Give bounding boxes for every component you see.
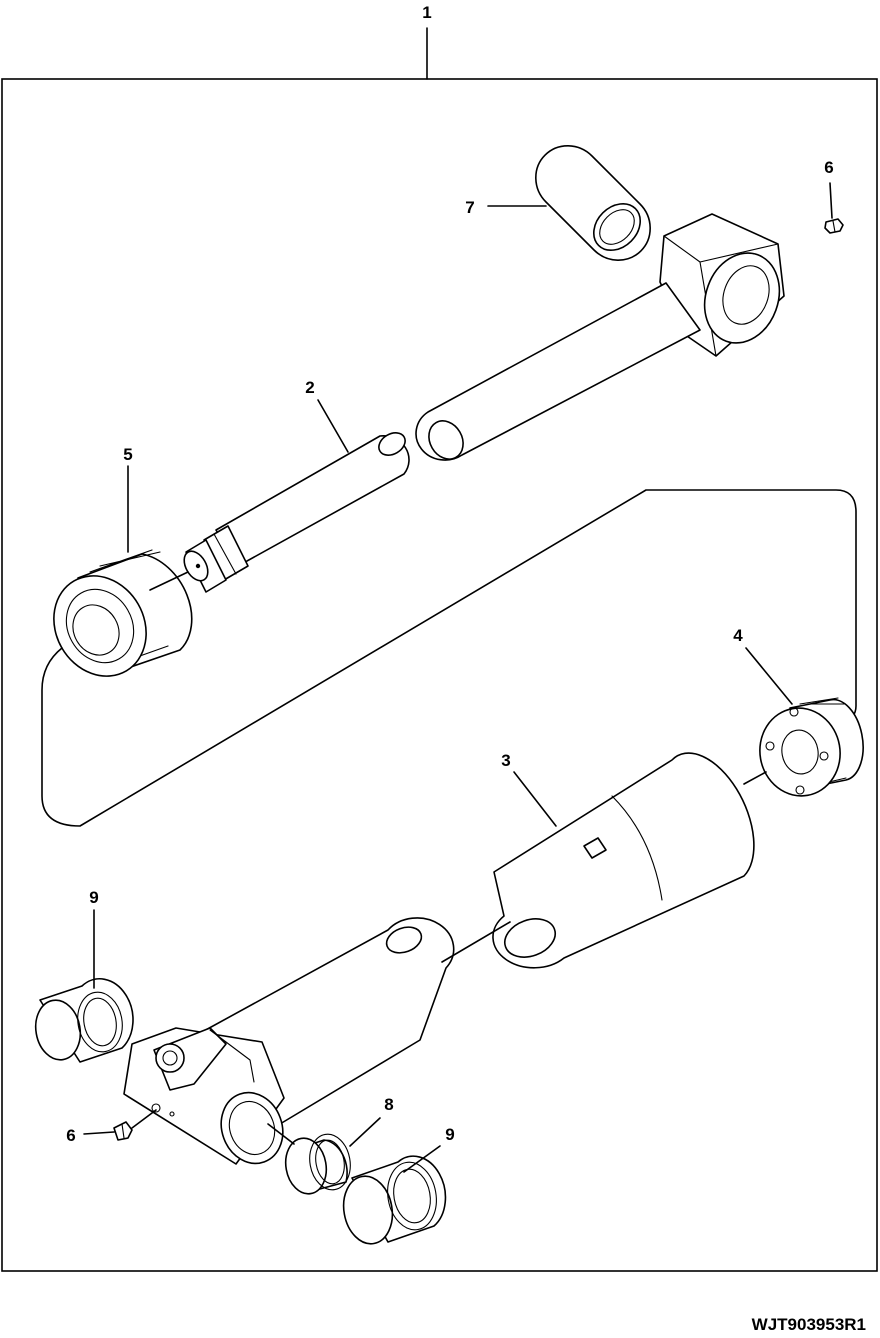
piston <box>759 697 864 797</box>
barrel-callout: 3 <box>501 751 510 770</box>
grease-fitting-top-callout: 6 <box>824 158 833 177</box>
dust-seal-left-callout: 9 <box>89 888 98 907</box>
piston-rod-callout: 2 <box>305 378 314 397</box>
piston-rod <box>183 213 785 593</box>
barrel-bushing <box>284 1133 351 1195</box>
rod-bushing <box>535 145 651 261</box>
gland-to-rod-line <box>149 571 189 591</box>
barrel-bushing-leader <box>349 1117 381 1147</box>
grease-fitting-top <box>824 182 844 234</box>
dust-seal-right-callout: 9 <box>445 1125 454 1144</box>
figure-id: WJT903953R1 <box>752 1315 866 1334</box>
grease-fitting-bottom <box>113 1109 157 1141</box>
piston-rod-leader <box>317 399 349 453</box>
grease-fitting-bottom-callout: 6 <box>66 1126 75 1145</box>
explode-connector-line <box>41 489 857 827</box>
gland-callout: 5 <box>123 445 132 464</box>
barrel-to-bushing-line <box>267 1123 295 1145</box>
barrel-split-line <box>441 921 511 963</box>
barrel <box>123 752 755 1165</box>
barrel-bushing-callout: 8 <box>384 1095 393 1114</box>
dust-seal-right-leader <box>403 1145 441 1173</box>
piston-leader <box>745 647 793 705</box>
grease-fitting-bottom-leader <box>83 1131 115 1135</box>
piston-to-barrel-line <box>743 771 767 785</box>
rod-bushing-callout: 7 <box>465 198 474 217</box>
barrel-leader <box>513 771 557 827</box>
dust-seal-left <box>34 978 134 1063</box>
dust-seal-right <box>342 1155 447 1245</box>
assembly-callout: 1 <box>422 3 431 22</box>
piston-callout: 4 <box>733 626 743 645</box>
gland <box>53 549 193 677</box>
assembly-frame <box>1 78 878 1272</box>
